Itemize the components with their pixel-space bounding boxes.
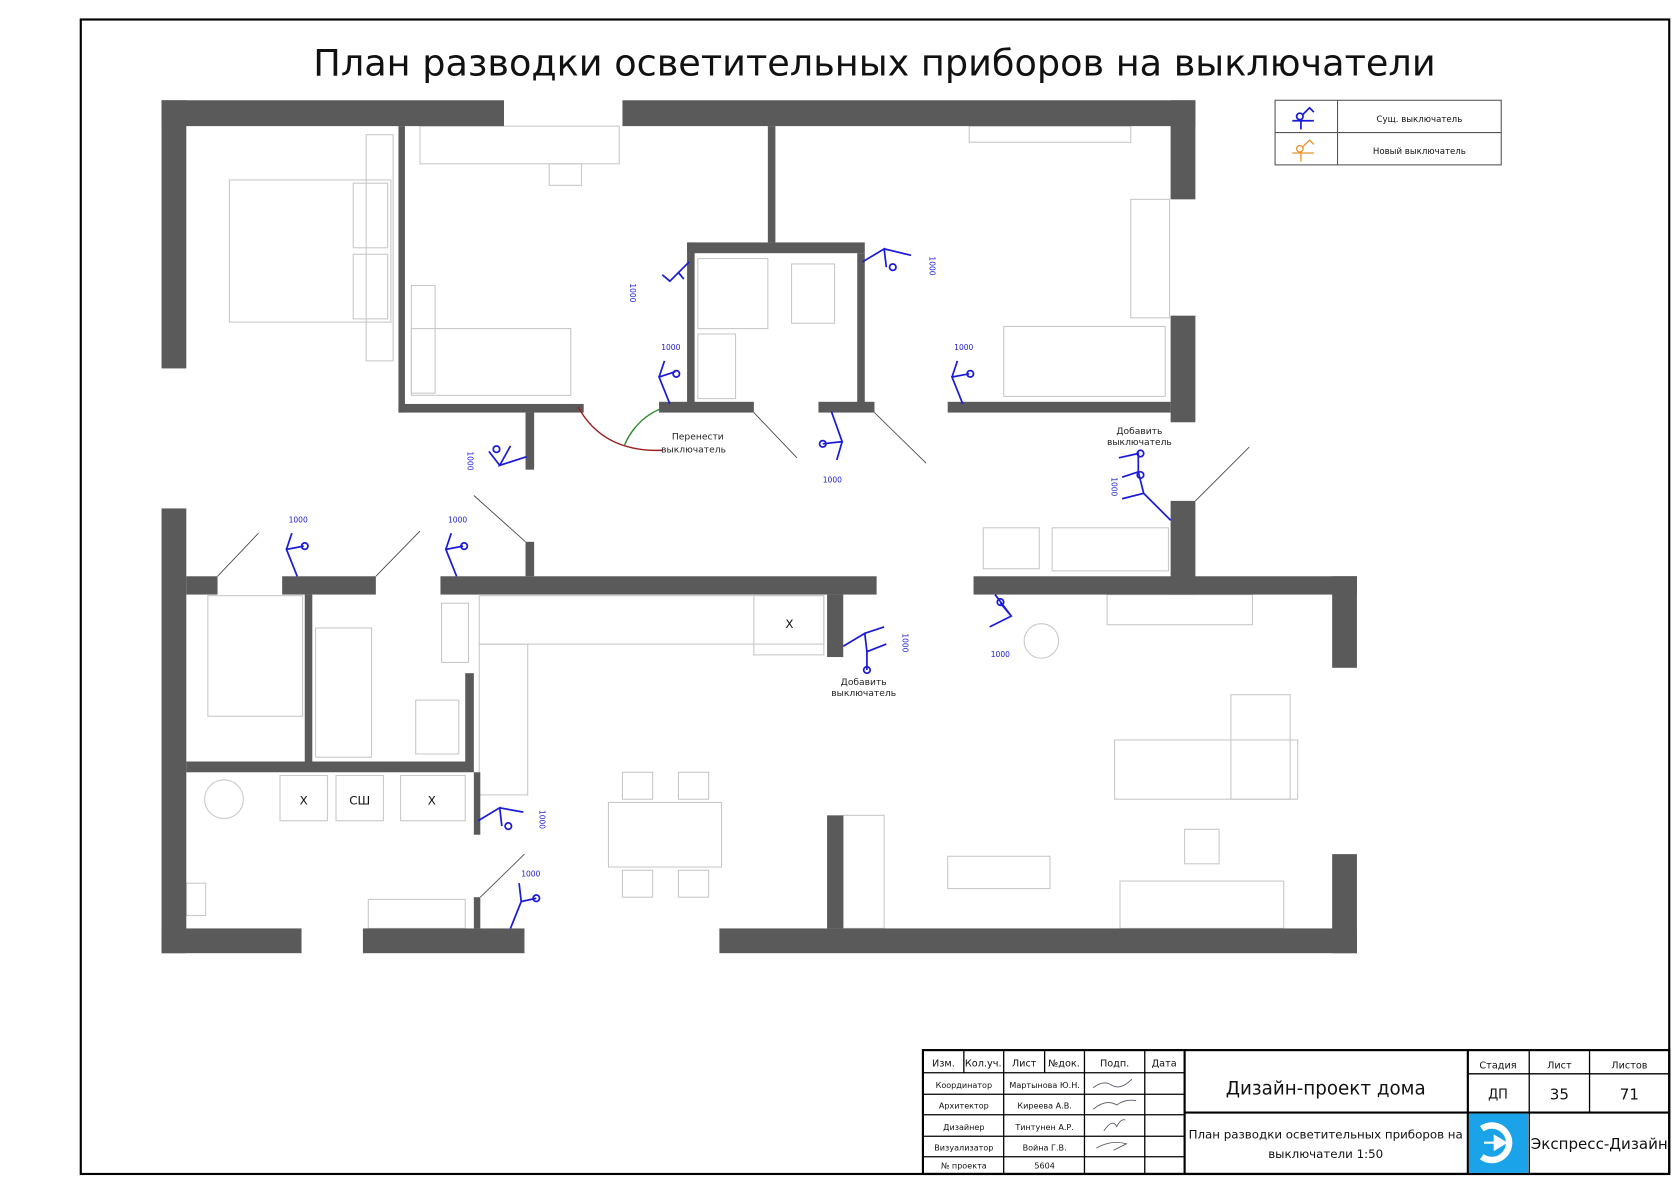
- header-cell: Лист: [1012, 1058, 1037, 1069]
- role-label: Дизайнер: [943, 1123, 984, 1132]
- existing-switch-icon: 1000: [1109, 449, 1172, 521]
- sheet-title: выключатели 1:50: [1268, 1147, 1383, 1161]
- company-logo: [1468, 1113, 1529, 1173]
- existing-switch-icon: 1000: [950, 343, 975, 405]
- legend: Сущ. выключатель Новый выключатель: [1274, 99, 1502, 166]
- existing-switch-icon: 1000: [628, 261, 690, 303]
- sheets-value: 71: [1620, 1086, 1639, 1104]
- existing-switch-icon: 1000: [285, 515, 309, 577]
- role-label: Координатор: [936, 1081, 992, 1090]
- person-name: Тинтунен А.Р.: [1014, 1123, 1073, 1132]
- existing-switch-icon: 1000: [989, 594, 1013, 659]
- svg-text:1000: 1000: [927, 256, 936, 275]
- existing-switch-icon: 1000: [465, 445, 527, 471]
- add-switch-note: Добавить: [841, 678, 887, 688]
- stage-value: ДП: [1488, 1088, 1508, 1103]
- person-name: Война Г.В.: [1023, 1143, 1067, 1152]
- role-label: Архитектор: [939, 1101, 989, 1110]
- stage-label: Стадия: [1479, 1060, 1516, 1071]
- project-number-label: № проекта: [941, 1162, 987, 1171]
- svg-text:1000: 1000: [991, 650, 1010, 659]
- person-name: Киреева А.В.: [1017, 1101, 1071, 1110]
- legend-label: Сущ. выключатель: [1377, 115, 1463, 125]
- title-block: Изм. Кол.уч. Лист №док. Подп. Дата Коорд…: [921, 1049, 1671, 1176]
- sheet-value: 35: [1550, 1086, 1569, 1104]
- legend-label: Новый выключатель: [1373, 147, 1466, 157]
- svg-text:1000: 1000: [289, 515, 308, 524]
- svg-text:1000: 1000: [1109, 477, 1118, 496]
- signatures: [1092, 1078, 1137, 1151]
- add-switch-note: Добавить: [1116, 427, 1162, 437]
- svg-text:1000: 1000: [900, 633, 909, 652]
- svg-text:1000: 1000: [448, 515, 467, 524]
- furniture: Х СШ Х Х: [185, 125, 1299, 929]
- move-switch-note: выключатель: [661, 445, 726, 455]
- walls: [161, 100, 1357, 954]
- switches: 1000 1000 1000 1000 1000 1000 1000 1000 …: [285, 247, 1172, 929]
- page-title: План разводки осветительных приборов на …: [313, 42, 1435, 85]
- add-switch-note: выключатель: [1107, 438, 1172, 448]
- project-title: Дизайн-проект дома: [1226, 1078, 1426, 1099]
- svg-text:1000: 1000: [465, 451, 474, 470]
- existing-switch-icon: 1000: [818, 411, 844, 485]
- svg-text:1000: 1000: [521, 870, 540, 879]
- role-label: Визуализатор: [934, 1143, 993, 1152]
- existing-switch-icon: 1000: [842, 626, 909, 675]
- svg-text:1000: 1000: [661, 343, 680, 352]
- move-switch-note: Перенести: [672, 433, 724, 443]
- svg-text:1000: 1000: [538, 810, 547, 829]
- sheet-frame: [79, 18, 1671, 1176]
- svg-text:1000: 1000: [823, 476, 842, 485]
- existing-switch-icon: 1000: [509, 870, 541, 929]
- furniture-label: СШ: [349, 794, 370, 808]
- new-switch-icon: [1292, 139, 1315, 162]
- header-cell: Изм.: [932, 1058, 955, 1069]
- sheet-label: Лист: [1547, 1060, 1572, 1071]
- existing-switch-icon: 1000: [477, 806, 547, 831]
- svg-text:1000: 1000: [954, 343, 973, 352]
- existing-switch-icon: [1292, 106, 1315, 130]
- project-number: 5604: [1034, 1162, 1055, 1171]
- existing-switch-icon: 1000: [862, 247, 936, 276]
- add-switch-note: выключатель: [831, 689, 896, 699]
- furniture-label: Х: [428, 794, 436, 808]
- existing-switch-icon: 1000: [444, 515, 469, 577]
- doors: [217, 406, 1250, 898]
- header-cell: Подп.: [1100, 1058, 1129, 1069]
- svg-text:1000: 1000: [628, 283, 637, 302]
- header-cell: Кол.уч.: [965, 1058, 1002, 1069]
- person-name: Мартынова Ю.Н.: [1009, 1081, 1079, 1090]
- existing-switch-icon: 1000: [657, 343, 681, 405]
- company-name: Экспресс-Дизайн: [1531, 1135, 1668, 1153]
- sheet-title: План разводки осветительных приборов на: [1189, 1127, 1463, 1141]
- furniture-label: Х: [785, 617, 793, 631]
- header-cell: Дата: [1152, 1058, 1177, 1069]
- header-cell: №док.: [1048, 1058, 1080, 1069]
- sheets-label: Листов: [1611, 1060, 1647, 1071]
- furniture-label: Х: [300, 794, 308, 808]
